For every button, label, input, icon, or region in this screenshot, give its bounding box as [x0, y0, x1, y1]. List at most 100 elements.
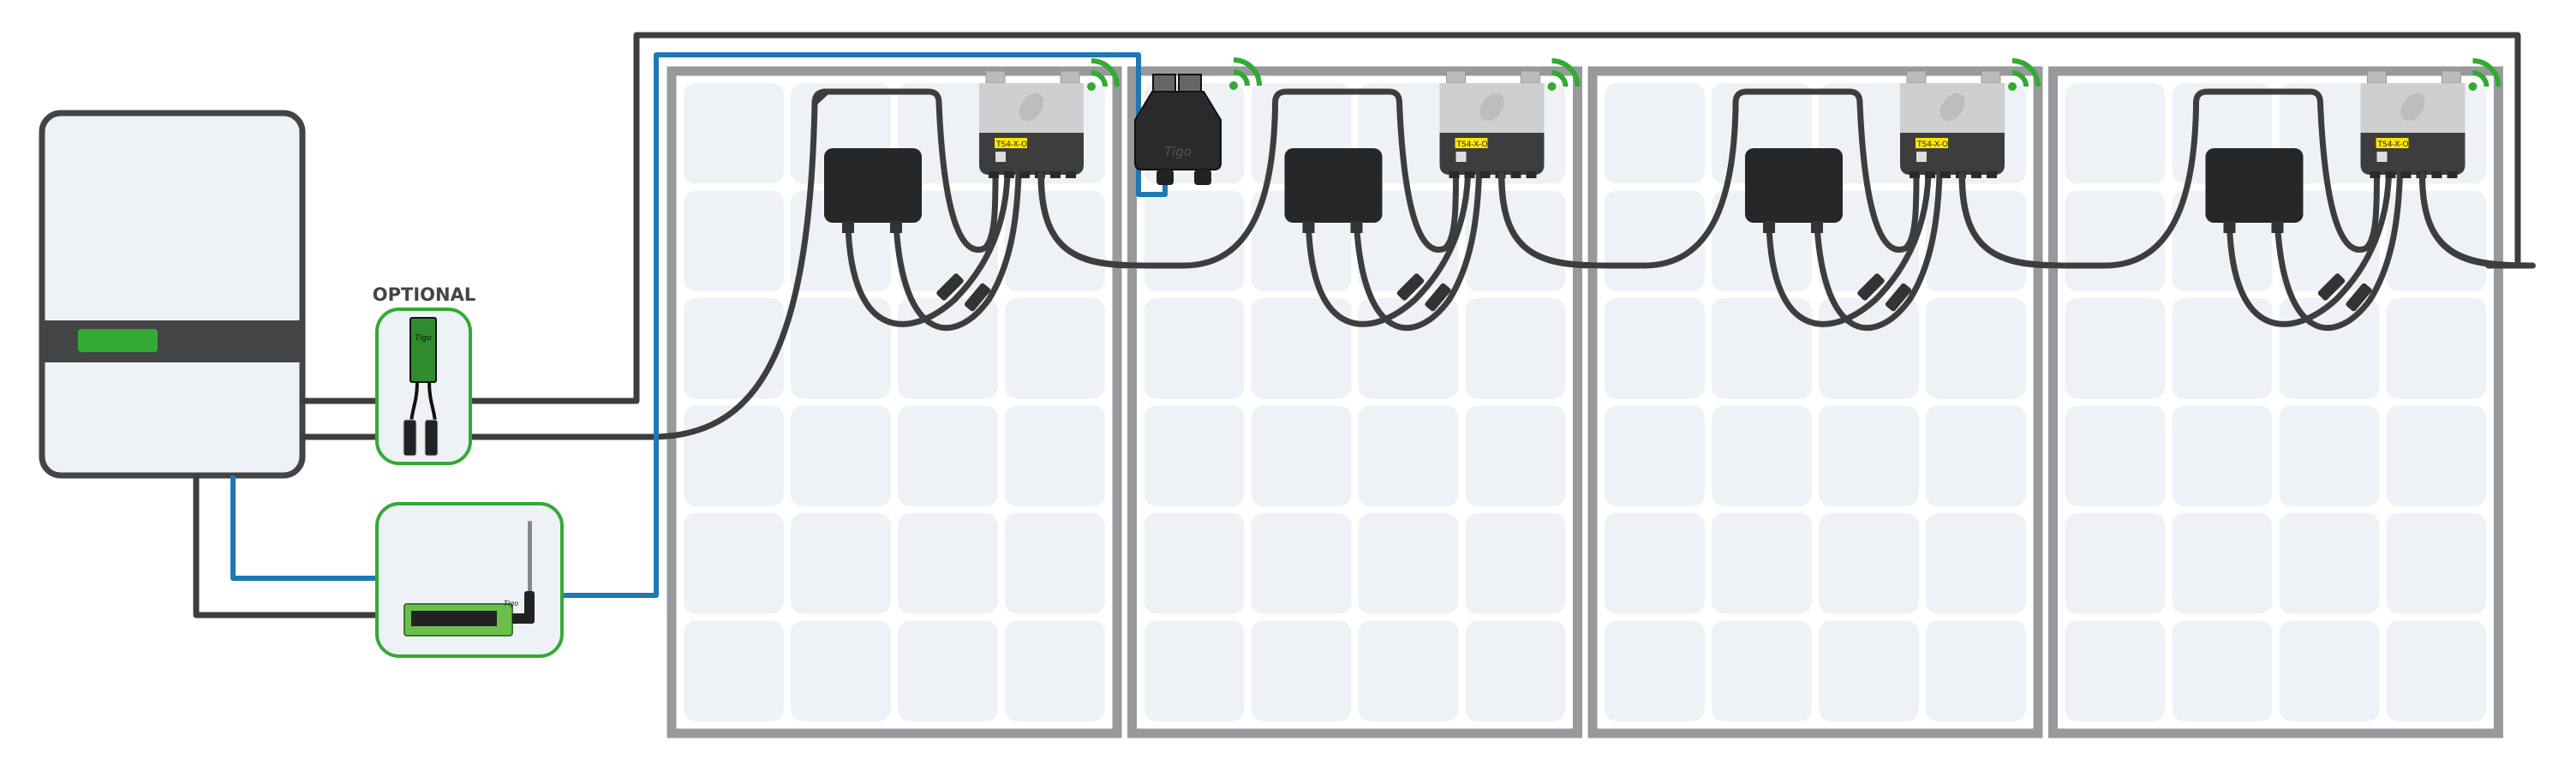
solar-cell [898, 620, 998, 721]
solar-cell [1005, 298, 1105, 399]
module-lead-wire [2274, 171, 2403, 332]
solar-cell [1819, 83, 1919, 184]
solar-cell [2065, 83, 2166, 184]
solar-cell [2172, 620, 2273, 721]
solar-cell [2279, 83, 2380, 184]
mc4-connector [936, 273, 964, 301]
module-loop-wire [2193, 88, 2380, 253]
solar-cell [684, 620, 784, 721]
solar-cell [2065, 620, 2166, 721]
solar-cell [2386, 298, 2487, 399]
solar-cell [1605, 513, 1705, 614]
optimizer: TS4-X-O [1900, 70, 2005, 178]
solar-cell [1819, 298, 1919, 399]
solar-cell [898, 83, 998, 184]
solar-cell [1819, 513, 1919, 614]
solar-cell [2279, 620, 2380, 721]
solar-cell [2386, 405, 2487, 506]
solar-cell [791, 405, 891, 506]
mc4-connector [1885, 283, 1912, 312]
string-return-wire [299, 32, 2521, 404]
solar-cell [1144, 405, 1245, 506]
solar-cell [1819, 405, 1919, 506]
leaf-logo-icon [1019, 93, 1044, 122]
solar-cell [684, 190, 784, 291]
leaf-logo-icon [2400, 93, 2425, 122]
solar-cell [1605, 298, 1705, 399]
solar-cell [1465, 513, 1566, 614]
solar-cell [684, 513, 784, 614]
solar-panel: TS4-X-O [1038, 58, 1598, 738]
rapid-shutdown-transmitter: Tigo [375, 308, 472, 465]
junction-box [1284, 148, 1383, 223]
inverter-comm-wire [230, 475, 377, 581]
solar-cell [2279, 298, 2380, 399]
solar-cell [1712, 298, 1812, 399]
junction-box [824, 148, 922, 223]
solar-cell [1144, 190, 1245, 291]
solar-cell [1251, 298, 1352, 399]
solar-cell [2065, 190, 2166, 291]
solar-cell [1605, 83, 1705, 184]
solar-cell [1358, 298, 1459, 399]
mc4-connector [1425, 283, 1451, 312]
solar-cell [1144, 513, 1245, 614]
access-point-comm-wire [562, 52, 1168, 598]
solar-panel: TS4-X-O [666, 58, 1138, 738]
module-lead-wire [845, 171, 1011, 327]
module-lead-wire [2226, 171, 2392, 327]
module-lead-wire [1814, 171, 1943, 332]
qr-code-icon [2376, 152, 2388, 162]
module-loop-wire [1732, 88, 1920, 253]
mc4-connector [1857, 273, 1885, 301]
solar-cell [2386, 620, 2487, 721]
mc4-connector [1396, 273, 1425, 301]
solar-cell [684, 298, 784, 399]
optional-label: OPTIONAL [373, 284, 475, 305]
solar-panel: TS4-X-O [1498, 58, 2059, 738]
optimizer-model-label: TS4-X-O [2377, 140, 2409, 149]
leaf-logo-icon [1939, 93, 1965, 122]
solar-cell [1926, 620, 2026, 721]
solar-cell [2279, 405, 2380, 506]
optimizer: TS4-X-O [2360, 70, 2465, 178]
solar-cell [1926, 405, 2026, 506]
inter-panel-wire [1498, 104, 1739, 269]
solar-cell [898, 190, 998, 291]
wifi-signal-icon [2008, 58, 2041, 91]
module-loop-wire [1272, 88, 1459, 253]
mc4-connector [964, 283, 991, 312]
inverter-ground-wire [193, 472, 380, 619]
solar-cell [1605, 190, 1705, 291]
cca-brand: Tigo [504, 600, 518, 607]
solar-cell [898, 513, 998, 614]
solar-cell [898, 405, 998, 506]
solar-cell [1465, 620, 1566, 721]
solar-cell [1712, 620, 1812, 721]
module-lead-wire [1306, 171, 1471, 327]
access-point: Tigo [1134, 57, 1262, 185]
wifi-signal-icon [1547, 58, 1581, 91]
antenna-icon [528, 521, 532, 607]
solar-cell [791, 620, 891, 721]
optimizer: TS4-X-O [1439, 70, 1545, 178]
solar-cell [1712, 513, 1812, 614]
solar-cell [1819, 620, 1919, 721]
solar-cell [684, 405, 784, 506]
solar-cell [2065, 513, 2166, 614]
solar-cell [2172, 405, 2273, 506]
solar-cell [2386, 513, 2487, 614]
solar-cell [1358, 405, 1459, 506]
solar-cell [1358, 190, 1459, 291]
module-lead-wire [893, 171, 1022, 332]
qr-code-icon [1455, 152, 1467, 162]
solar-cell [1251, 513, 1352, 614]
solar-cell [1005, 405, 1105, 506]
solar-cell [1605, 620, 1705, 721]
solar-cell [1712, 405, 1812, 506]
module-lead-wire [1766, 171, 1932, 327]
rss-brand: Tigo [415, 334, 432, 343]
junction-box [2205, 148, 2304, 223]
solar-cell [2279, 513, 2380, 614]
solar-cell [1251, 620, 1352, 721]
